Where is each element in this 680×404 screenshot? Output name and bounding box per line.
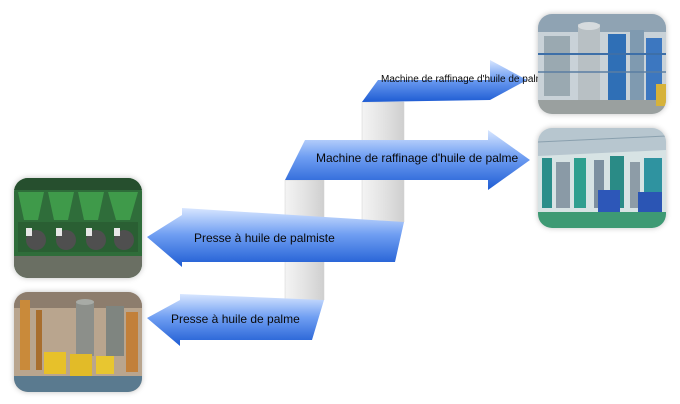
- arrow-press-palm-kernel: [147, 208, 404, 267]
- palm-oil-refinery-photo: [538, 128, 666, 228]
- arrow-refine-palm: [285, 130, 530, 190]
- label-press-palm: Presse à huile de palme: [171, 312, 300, 326]
- label-refine-palm: Machine de raffinage d'huile de palme: [316, 151, 519, 165]
- palm-kernel-press-photo: [14, 178, 142, 278]
- palm-kernel-refinery-photo: [538, 14, 666, 114]
- label-press-palm-kernel: Presse à huile de palmiste: [194, 231, 335, 245]
- palm-oil-press-photo: [14, 292, 142, 392]
- label-refine-palm-kernel: Machine de raffinage d'huile de palmiste: [381, 74, 560, 85]
- arrow-refine-palm-kernel: [362, 60, 527, 102]
- arrow-press-palm: [147, 294, 324, 346]
